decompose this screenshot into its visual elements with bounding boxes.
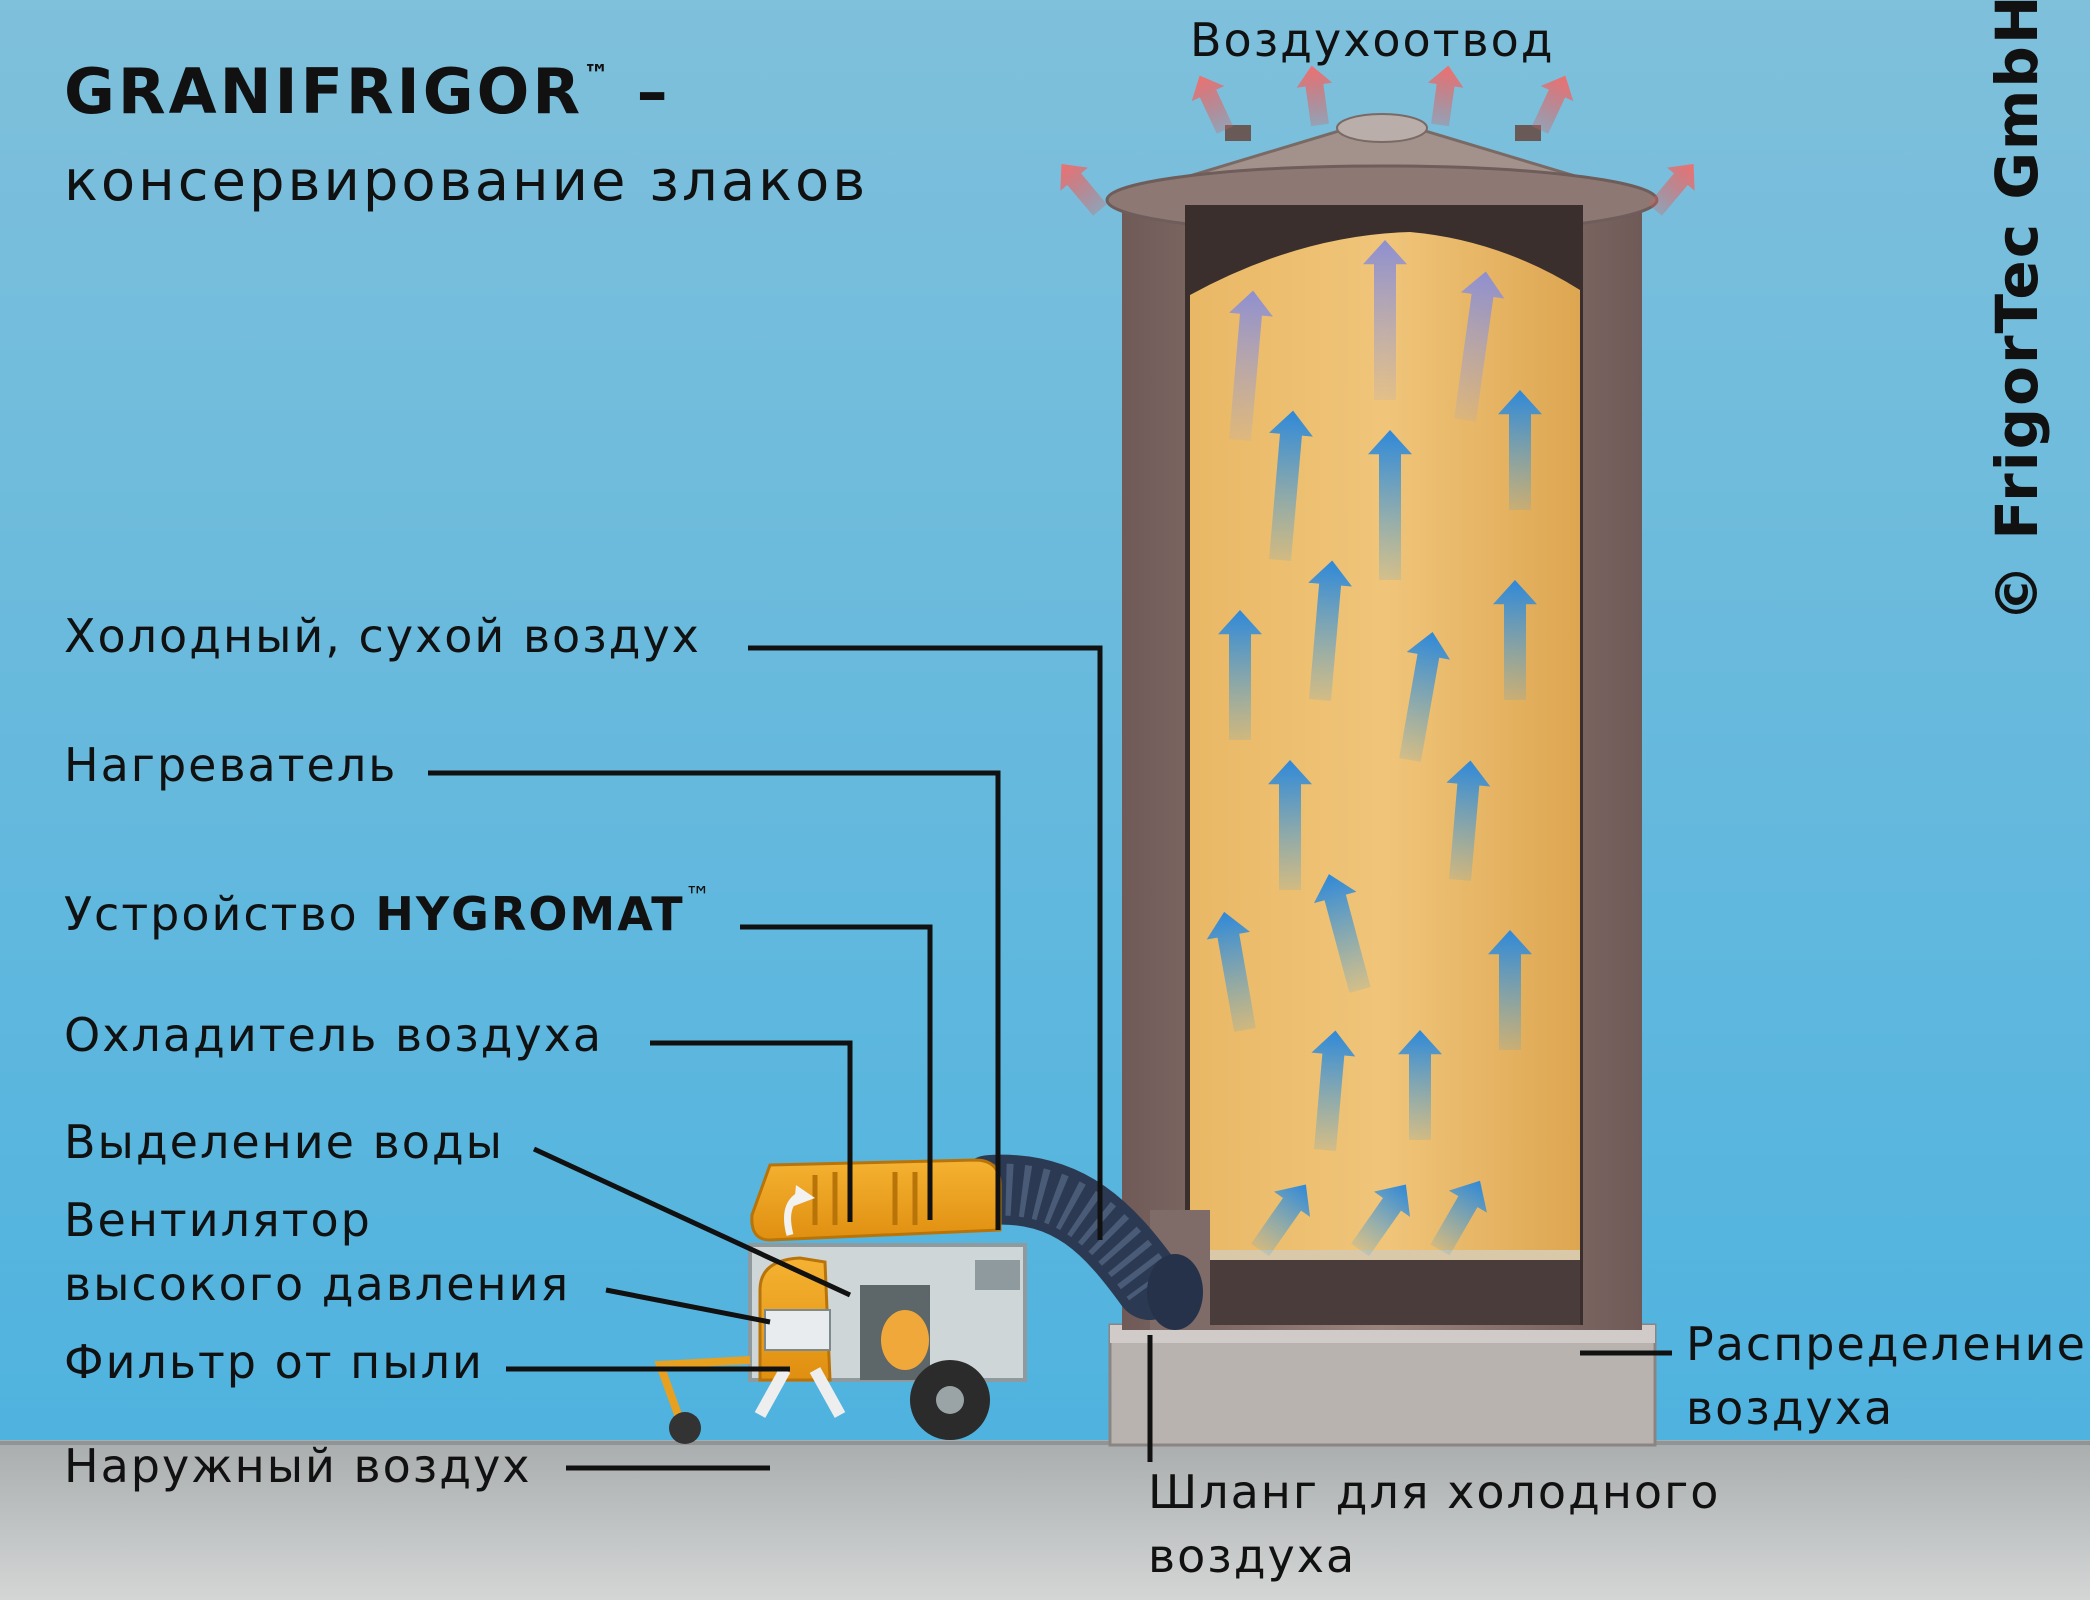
airflow-arrow	[1311, 1030, 1356, 1151]
ground	[0, 1440, 2090, 1600]
label-dust-filter: Фильтр от пыли	[64, 1335, 484, 1389]
label-cold-dry-air: Холодный, сухой воздух	[64, 609, 701, 663]
airflow-arrow	[1493, 580, 1537, 700]
airflow-arrow	[1308, 560, 1353, 701]
airflow-arrow	[1430, 1180, 1487, 1256]
airflow-arrow	[1488, 930, 1532, 1050]
exhaust-arrow	[1060, 164, 1107, 216]
label-exhaust: Воздухоотвод	[1190, 13, 1555, 67]
label-outside-air: Наружный воздух	[64, 1439, 532, 1493]
diagram-subtitle: консервирование злаков	[64, 149, 869, 214]
label-fan-line2: высокого давления	[64, 1257, 571, 1311]
cold-air-hose	[955, 1154, 1203, 1330]
airflow-arrow	[1363, 240, 1407, 400]
airflow-arrow	[1218, 610, 1262, 740]
exhaust-arrows	[1060, 65, 1695, 216]
airflow-arrow	[1229, 290, 1273, 441]
exhaust-arrow	[1427, 65, 1464, 127]
label-fan-line1: Вентилятор	[64, 1193, 372, 1247]
airflow-arrow	[1454, 271, 1505, 422]
airflow-arrow	[1368, 430, 1412, 580]
label-cold-air-hose-line1: Шланг для холодного	[1148, 1465, 1721, 1519]
label-cold-air-hose-line2: воздуха	[1148, 1529, 1357, 1583]
airflow-arrow	[1398, 1030, 1442, 1140]
airflow-arrow	[1350, 1184, 1411, 1257]
exhaust-arrow	[1531, 75, 1574, 134]
label-air-distribution-line1: Распределение	[1686, 1317, 2087, 1371]
label-heater: Нагреватель	[64, 738, 398, 792]
diagram-title: GRANIFRIGOR™ –	[64, 55, 671, 128]
airflow-arrow	[1268, 760, 1312, 890]
airflow-arrows	[1206, 240, 1542, 1257]
label-air-cooler: Охладитель воздуха	[64, 1008, 604, 1062]
exhaust-arrow	[1296, 65, 1333, 127]
exhaust-arrow	[1648, 164, 1695, 216]
airflow-arrow	[1498, 390, 1542, 510]
label-water-separation: Выделение воды	[64, 1115, 504, 1169]
exhaust-arrow	[1191, 75, 1234, 134]
airflow-arrow	[1446, 760, 1491, 881]
airflow-arrow	[1250, 1184, 1311, 1257]
airflow-arrow	[1313, 874, 1371, 993]
air-distribution-base	[1108, 1323, 1657, 1447]
label-air-distribution-line2: воздуха	[1686, 1381, 1895, 1435]
copyright-notice: © FrigorTec GmbH	[1983, 0, 2051, 622]
hygromat-unit	[654, 1158, 1027, 1444]
label-hygromat: Устройство HYGROMAT™	[64, 882, 713, 941]
airflow-arrow	[1269, 410, 1313, 561]
airflow-arrow	[1206, 911, 1256, 1032]
airflow-arrow	[1399, 631, 1451, 762]
leader-lines	[428, 645, 1672, 1471]
